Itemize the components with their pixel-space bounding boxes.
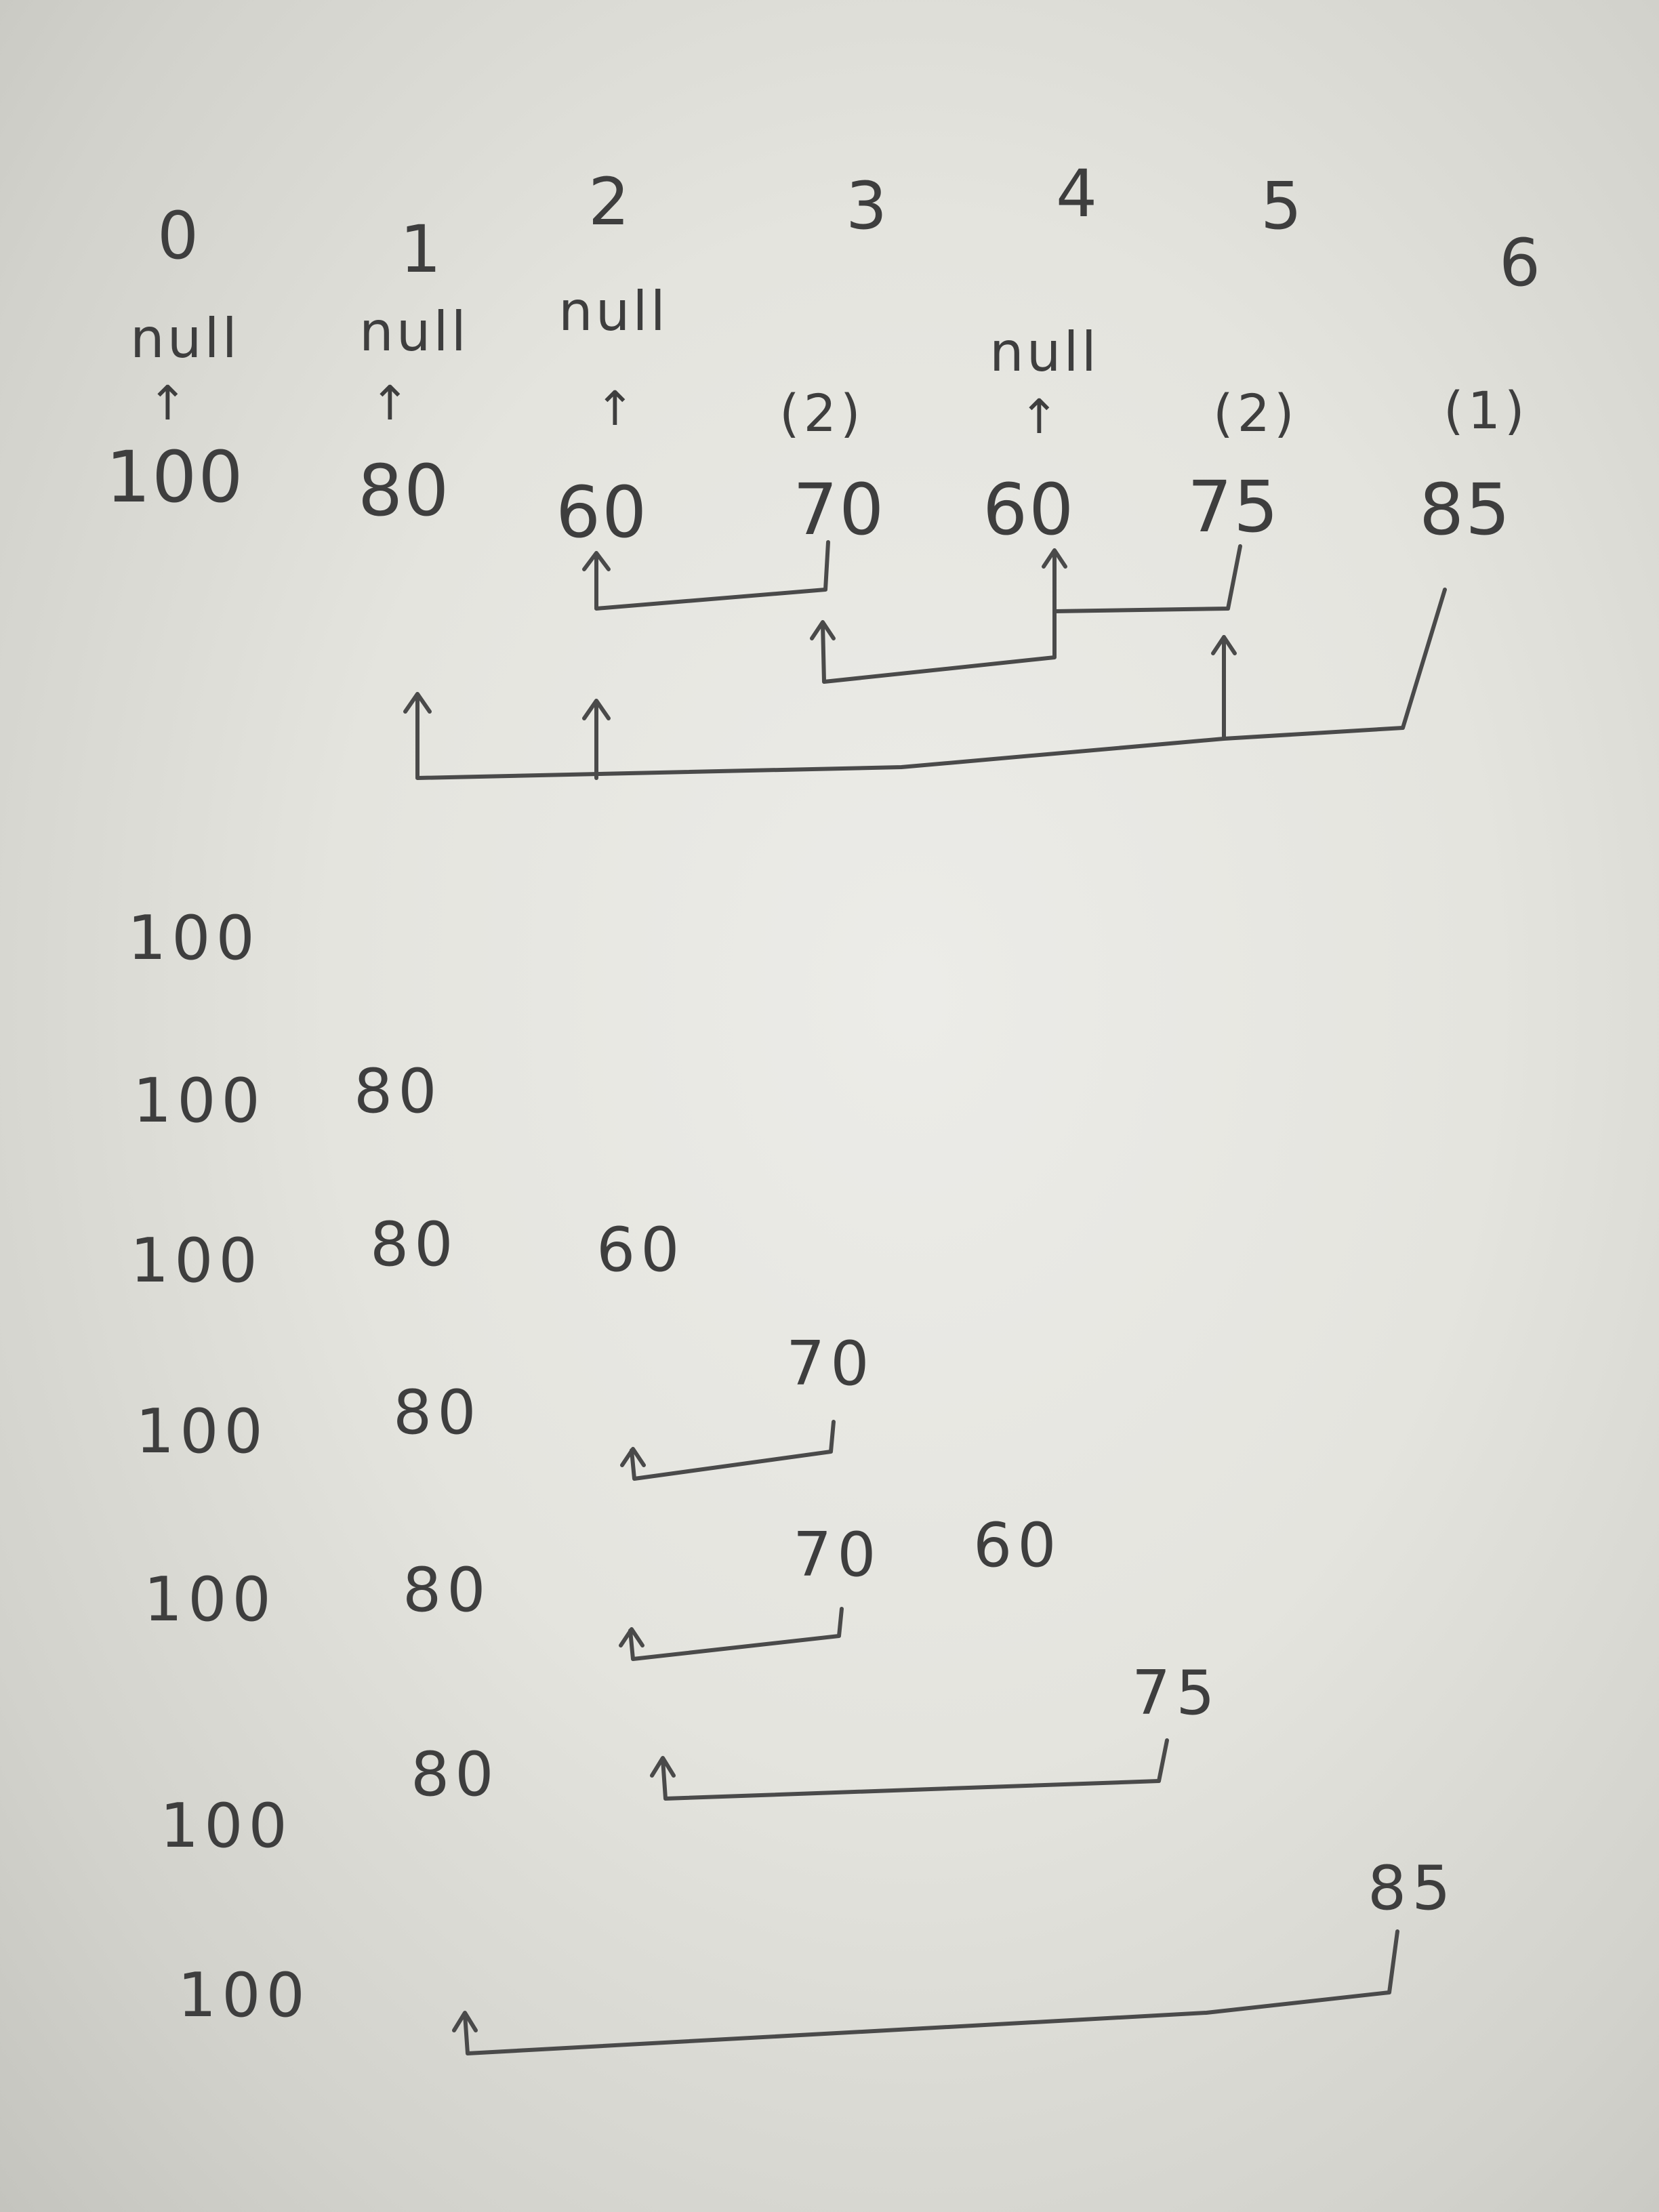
value-1: 80	[358, 449, 451, 532]
index-3: 3	[846, 168, 888, 244]
index-1: 1	[400, 211, 442, 287]
stack-row-2-item-2: 80	[354, 1056, 443, 1127]
up-arrow-icon	[619, 1627, 644, 1647]
up-arrow-icon: ↑	[1019, 389, 1059, 445]
index-5: 5	[1261, 168, 1303, 244]
connector-70-to-idx2	[594, 540, 830, 611]
stack-row-4-item-2: 80	[393, 1377, 482, 1448]
up-arrow-icon: ↑	[148, 375, 188, 431]
up-arrow-icon	[650, 1756, 676, 1778]
null-label-4: null	[989, 321, 1099, 384]
stack-row-3-item-3: 60	[596, 1214, 685, 1286]
up-arrow-icon	[1211, 635, 1237, 655]
stack-row-6-item-2: 80	[411, 1739, 499, 1810]
stack-row-7-connector	[463, 1929, 1399, 2055]
stack-row-3-item-2: 80	[370, 1209, 459, 1280]
stack-row-3-item-1: 100	[130, 1225, 263, 1296]
span-count-6: (1)	[1443, 380, 1529, 441]
up-arrow-icon: ↑	[370, 375, 410, 431]
stack-row-6-connector	[661, 1738, 1169, 1801]
stack-row-5-connector	[628, 1607, 844, 1661]
connector-75-to-idx4	[1052, 544, 1242, 613]
index-6: 6	[1499, 225, 1541, 301]
null-label-0: null	[130, 307, 240, 370]
stack-row-7-item-2: 85	[1368, 1853, 1456, 1924]
index-2: 2	[588, 164, 630, 240]
up-arrow-icon	[582, 699, 611, 720]
null-label-1: null	[359, 300, 469, 363]
stack-row-5-item-1: 100	[144, 1564, 276, 1635]
stack-row-5-item-2: 80	[403, 1555, 491, 1626]
connector-75-to-80	[415, 693, 1226, 780]
stack-row-7-item-1: 100	[178, 1960, 310, 2031]
value-3: 70	[793, 468, 886, 551]
value-4: 60	[983, 468, 1076, 551]
stack-row-6-item-1: 100	[160, 1790, 293, 1862]
up-arrow-icon: ↑	[595, 381, 635, 436]
null-label-2: null	[558, 280, 668, 343]
up-arrow-icon	[452, 2011, 478, 2032]
stack-row-4-item-1: 100	[136, 1396, 268, 1467]
stack-row-6-item-3: 75	[1132, 1658, 1221, 1729]
span-count-3: (2)	[779, 383, 865, 443]
up-arrow-icon	[582, 551, 611, 571]
value-6: 85	[1419, 468, 1512, 551]
index-4: 4	[1056, 156, 1098, 232]
up-arrow-icon	[1042, 548, 1067, 569]
connector-85-to-75	[1222, 588, 1447, 741]
connector-idx4-to-70	[821, 608, 1057, 684]
index-0: 0	[157, 198, 199, 274]
stack-row-1-item-1: 100	[127, 903, 260, 974]
value-5: 75	[1187, 466, 1280, 548]
stack-row-4-connector	[630, 1420, 836, 1481]
stack-row-2-item-1: 100	[133, 1065, 266, 1136]
up-arrow-icon	[810, 620, 836, 640]
value-2: 60	[556, 471, 649, 554]
stack-row-4-item-3: 70	[786, 1328, 875, 1399]
up-arrow-icon	[403, 692, 432, 714]
span-count-5: (2)	[1213, 383, 1298, 443]
value-0: 100	[106, 436, 245, 518]
stack-row-5-item-3: 70	[793, 1519, 882, 1591]
up-arrow-icon	[620, 1447, 646, 1467]
stack-row-5-item-4: 60	[973, 1510, 1062, 1581]
